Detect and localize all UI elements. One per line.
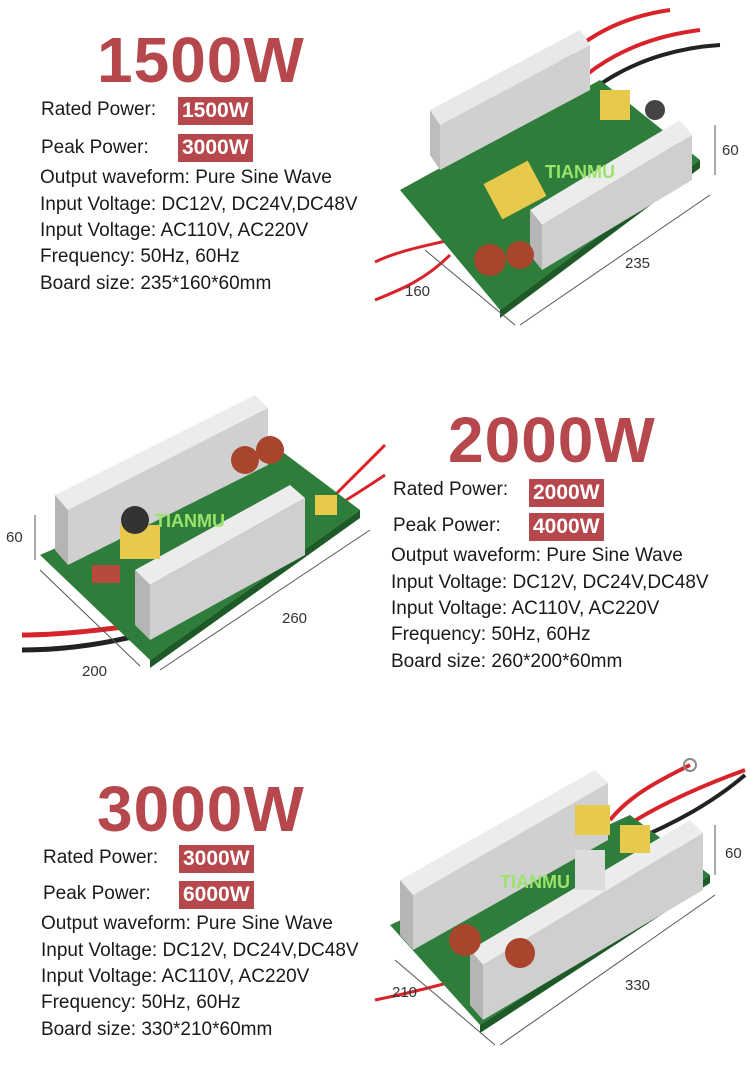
spec-input-dc: Input Voltage: DC12V, DC24V,DC48V [391, 572, 709, 593]
spec-waveform: Output waveform: Pure Sine Wave [41, 913, 333, 934]
dim-length: 330 [625, 977, 650, 994]
peak-power-badge: 6000W [179, 881, 254, 909]
peak-power-badge: 4000W [529, 513, 604, 541]
spec-board-size: Board size: 235*160*60mm [40, 273, 272, 294]
dim-height: 60 [6, 529, 23, 546]
spec-board-size: Board size: 260*200*60mm [391, 651, 623, 672]
peak-power-label: Peak Power: [43, 883, 151, 904]
brand-logo: TIANMU [545, 162, 615, 182]
peak-power-label: Peak Power: [41, 137, 149, 158]
spec-input-dc: Input Voltage: DC12V, DC24V,DC48V [40, 194, 358, 215]
dim-height: 60 [725, 845, 742, 862]
rated-power-badge: 1500W [178, 97, 253, 125]
dim-width: 210 [392, 984, 417, 1001]
spec-input-dc: Input Voltage: DC12V, DC24V,DC48V [41, 940, 359, 961]
rated-power-badge: 3000W [179, 845, 254, 873]
spec-waveform: Output waveform: Pure Sine Wave [391, 545, 683, 566]
dim-length: 235 [625, 255, 650, 272]
dim-width: 200 [82, 663, 107, 680]
rated-power-label: Rated Power: [41, 99, 157, 120]
inverter-board-image: TIANMU 60 330 210 [374, 758, 747, 1046]
product-3000w: 3000W Rated Power: 3000W Peak Power: 600… [0, 745, 750, 1083]
spec-input-ac: Input Voltage: AC110V, AC220V [41, 966, 310, 987]
spec-board-size: Board size: 330*210*60mm [41, 1019, 273, 1040]
peak-power-badge: 3000W [178, 134, 253, 162]
rated-power-label: Rated Power: [43, 847, 159, 868]
product-title: 1500W [97, 24, 305, 96]
peak-power-label: Peak Power: [393, 515, 501, 536]
brand-logo: TIANMU [500, 872, 570, 892]
brand-logo: TIANMU [155, 511, 225, 531]
product-title: 3000W [97, 773, 305, 845]
spec-frequency: Frequency: 50Hz, 60Hz [41, 992, 241, 1013]
spec-frequency: Frequency: 50Hz, 60Hz [391, 624, 591, 645]
inverter-board-image: TIANMU 60 235 160 [374, 8, 739, 326]
spec-input-ac: Input Voltage: AC110V, AC220V [391, 598, 660, 619]
spec-input-ac: Input Voltage: AC110V, AC220V [40, 220, 309, 241]
inverter-board-image: TIANMU 60 260 200 [6, 395, 387, 680]
product-1500w: 1500W Rated Power: 1500W Peak Power: 300… [0, 0, 750, 360]
product-title: 2000W [448, 404, 656, 476]
spec-waveform: Output waveform: Pure Sine Wave [40, 167, 332, 188]
rated-power-badge: 2000W [529, 479, 604, 507]
dim-width: 160 [405, 283, 430, 300]
dim-height: 60 [722, 142, 739, 159]
dim-length: 260 [282, 610, 307, 627]
product-2000w: TIANMU 60 260 200 2000W Rated Power: 200… [0, 370, 750, 710]
rated-power-label: Rated Power: [393, 479, 509, 500]
spec-frequency: Frequency: 50Hz, 60Hz [40, 246, 240, 267]
